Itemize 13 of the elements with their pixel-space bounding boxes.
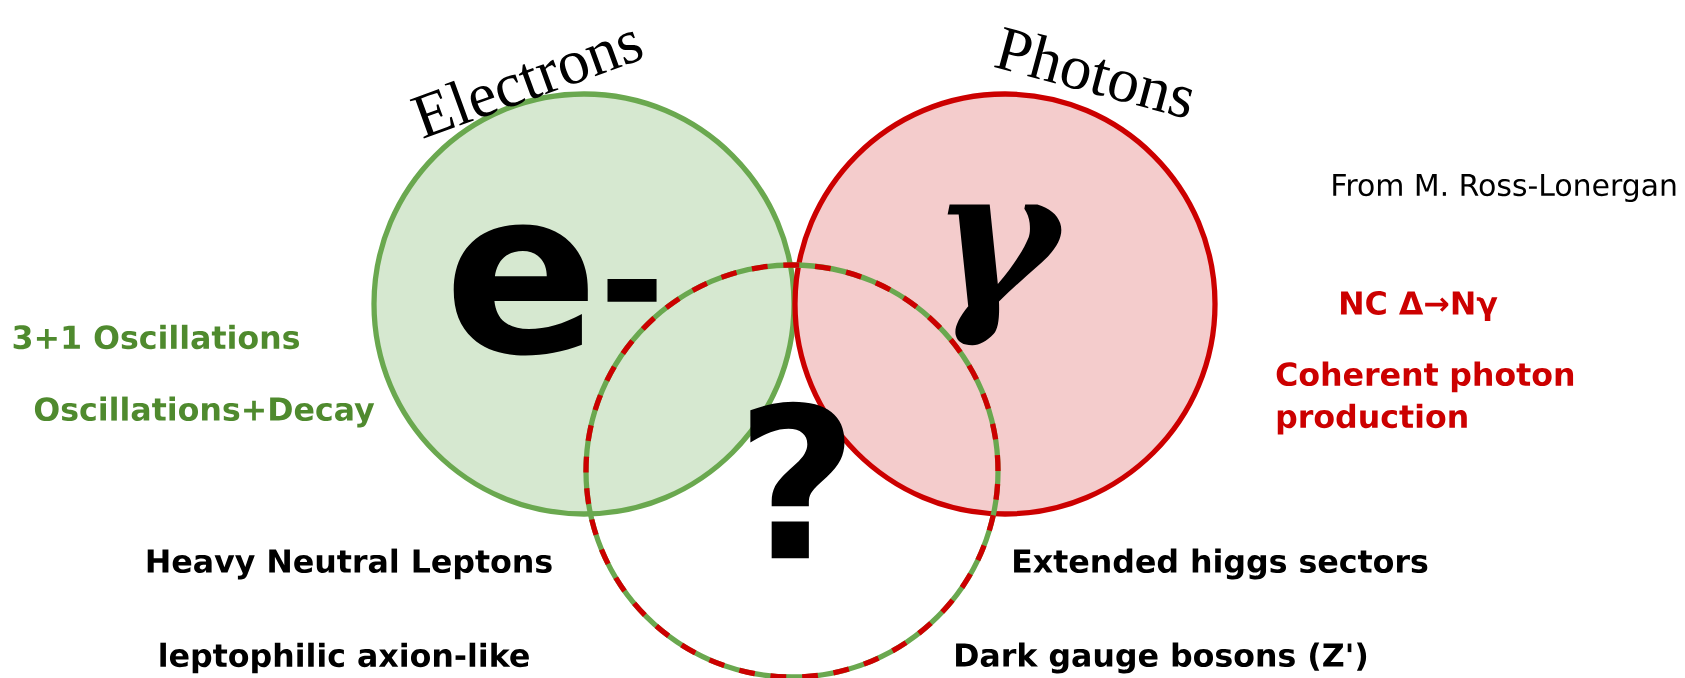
label-text: Extended higgs sectors — [1014, 548, 1428, 580]
symbol: ? — [750, 401, 845, 559]
credit-text: From M. Ross-Lonergan — [1333, 174, 1676, 202]
label-text: Heavy Neutral Leptons — [147, 548, 552, 580]
label-text: Coherent photon production — [1276, 361, 1574, 435]
label-text: 3+1 Oscillations — [13, 324, 299, 350]
heading: Electrons — [409, 31, 643, 139]
heading: Photons — [994, 26, 1193, 118]
label-text: Dark gauge bosons (Z') — [956, 642, 1367, 674]
symbol: e$^{-}$ — [453, 224, 657, 356]
label-text: NC Δ→Nγ — [1341, 290, 1498, 322]
symbol: γ — [947, 204, 1062, 346]
label-text: leptophilic axion-like — [160, 642, 529, 674]
